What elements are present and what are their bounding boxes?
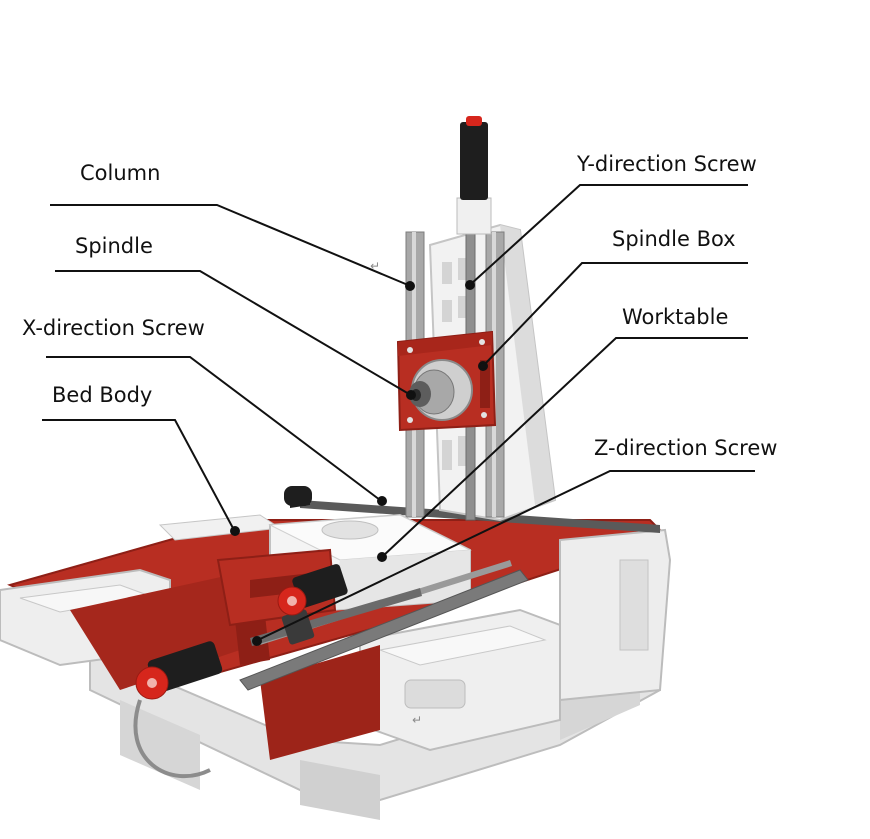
- leader-column: [50, 204, 409, 286]
- svg-text:↵: ↵: [370, 259, 380, 273]
- leader-spindle: [55, 270, 410, 395]
- x-axis-motor: [277, 564, 348, 616]
- z-axis-motor: [133, 641, 223, 779]
- leader-dot-x-screw: [377, 496, 387, 506]
- svg-text:↵: ↵: [412, 713, 422, 727]
- leader-spindle-box: [483, 262, 748, 366]
- y-axis-motor: [456, 116, 492, 235]
- leader-dot-worktable: [377, 552, 387, 562]
- leader-bed-body: [42, 419, 235, 531]
- label-z-direction-screw: Z-direction Screw: [594, 436, 777, 460]
- spindle: [409, 359, 473, 421]
- leader-lines: [42, 184, 755, 646]
- leader-worktable: [382, 337, 748, 557]
- leader-dot-spindle: [406, 390, 416, 400]
- leader-dot-bed-body: [230, 526, 240, 536]
- label-x-direction-screw: X-direction Screw: [22, 316, 205, 340]
- leader-dot-spindle-box: [478, 361, 488, 371]
- leader-z-screw: [257, 470, 755, 641]
- labels: Column Spindle X-direction Screw Bed Bod…: [22, 152, 777, 460]
- label-column: Column: [80, 161, 160, 185]
- machine-illustration: ↵ ↵: [0, 116, 672, 820]
- leader-dot-z-screw: [252, 636, 262, 646]
- label-worktable: Worktable: [622, 305, 728, 329]
- leader-dot-y-screw: [465, 280, 475, 290]
- z-screw-assembly: [239, 560, 529, 691]
- bed-body: [0, 514, 672, 760]
- label-bed-body: Bed Body: [52, 383, 152, 407]
- label-spindle: Spindle: [75, 234, 153, 258]
- label-y-direction-screw: Y-direction Screw: [576, 152, 757, 176]
- leader-dot-column: [405, 281, 415, 291]
- leader-y-screw: [470, 184, 748, 285]
- label-spindle-box: Spindle Box: [612, 227, 736, 251]
- leader-x-screw: [46, 356, 381, 501]
